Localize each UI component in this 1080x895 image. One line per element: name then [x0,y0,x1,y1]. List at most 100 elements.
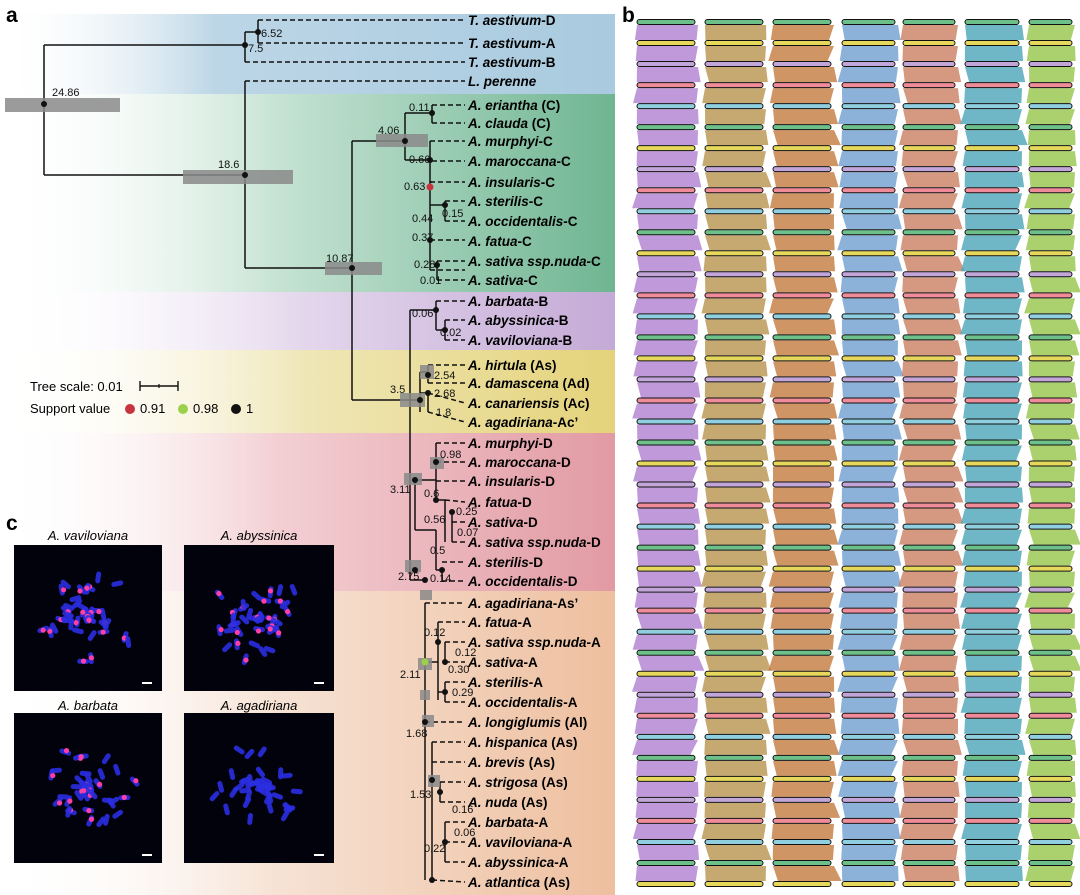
chromosome-bar [772,397,832,404]
taxon-label: A. eriantha (C) [467,98,560,113]
fish-signal [243,657,249,663]
fish-signal [63,748,70,754]
chromosome-bar [841,439,896,446]
chromosome-bar [1028,691,1073,698]
synteny-ribbon [837,676,898,692]
chromosome-bar [772,376,832,383]
chromosome-bar [902,754,956,761]
synteny-ribbon [965,844,1022,860]
chromosome-bar [1028,187,1073,194]
synteny-ribbon [838,403,898,419]
chromosome-bar [1028,881,1073,887]
chromosome-bar [704,250,764,257]
chromosome-bar [841,691,896,698]
synteny-ribbon [902,697,958,713]
chromosome [264,792,273,805]
chromosome-bar [841,817,896,824]
chromosome-bar [772,19,832,25]
node-label: 2.75 [398,571,419,583]
taxon-label: L. perenne [468,74,537,89]
chromosome [254,778,264,790]
chromosome-bar [841,334,896,341]
node-label: 0.63 [404,181,425,193]
chromosome-bar [1028,145,1073,152]
chromosome-bar [964,838,1020,845]
chromosome [223,803,230,816]
synteny-ribbon [961,613,1022,629]
chromosome-bar [841,628,896,635]
synteny-ribbon [903,865,960,881]
chromosome [63,602,75,611]
chromosome-bar [841,544,896,551]
taxon-label: A. fatua-C [467,234,532,249]
chromosome-bar [964,19,1020,25]
taxon-label: A. occidentalis-A [467,695,578,710]
synteny-ribbon [903,319,963,335]
chromosome [233,782,245,792]
taxon-label: A. clauda (C) [467,116,551,131]
synteny-ribbon [772,844,834,860]
chromosome-bar [964,292,1020,299]
chromosome-bar [902,334,956,341]
chromosome-bar [1028,817,1073,824]
synteny-ribbon [837,760,898,776]
chromosome-bar [964,859,1020,866]
chromosome-bar [704,733,764,740]
support-node [442,327,448,333]
chromosome-bar [841,502,896,509]
fish-signal [80,658,87,664]
taxon-label: A. sativa-A [467,655,538,670]
chromosome-bar [636,40,696,47]
chromosome-bar [964,439,1020,446]
taxon-label: T. aestivum-D [468,13,556,28]
chromosome-bar [902,439,956,446]
synteny-ribbon [632,298,698,314]
chromosome-bar [704,544,764,551]
chromosome-bar [841,187,896,194]
synteny-ribbon [903,88,960,104]
synteny-ribbon [637,550,701,566]
error-bar [5,98,120,112]
synteny-ribbon [903,382,958,398]
taxon-label: A. sativa ssp.nuda-D [467,535,601,550]
chromosome-bar [636,712,696,719]
chromosome-bar [772,82,832,89]
node-label: 0.98 [440,449,461,461]
chromosome [101,617,108,630]
support-node [255,29,261,35]
chromosome-bar [704,881,764,887]
synteny-ribbon [773,865,842,881]
synteny-ribbon [901,760,958,776]
tree-scale-label: Tree scale: 0.01 [30,379,123,394]
chromosome-bar [704,124,764,131]
chromosome-bar [772,187,832,194]
chromosome-bar [902,544,956,551]
synteny-ribbon [702,424,766,440]
synteny-ribbon [837,109,898,125]
synteny-ribbon [900,25,958,41]
clade-band-C [0,94,615,292]
chromosome-bar [636,334,696,341]
synteny-ribbon [701,403,766,419]
chromosome-bar [841,649,896,656]
node-label: 0.12 [424,627,445,639]
synteny-ribbon [965,865,1023,881]
chromosome-bar [1028,733,1073,740]
synteny-ribbon [898,655,958,671]
chromosome-bar [1028,544,1073,551]
chromosome-bar [841,355,896,362]
error-bar [183,170,293,184]
synteny-ribbon [705,319,770,335]
synteny-ribbon [769,592,834,608]
chromosome-bar [704,355,764,362]
synteny-ribbon [705,214,768,230]
node-label: 7.5 [248,43,263,55]
chromosome-bar [772,502,832,509]
micrograph-title: A. barbata [57,698,118,713]
chromosome-bar [704,859,764,866]
chromosome-bar [964,628,1020,635]
fish-signal [60,587,67,593]
chromosome-bar [841,40,896,47]
fish-signal [88,816,95,822]
